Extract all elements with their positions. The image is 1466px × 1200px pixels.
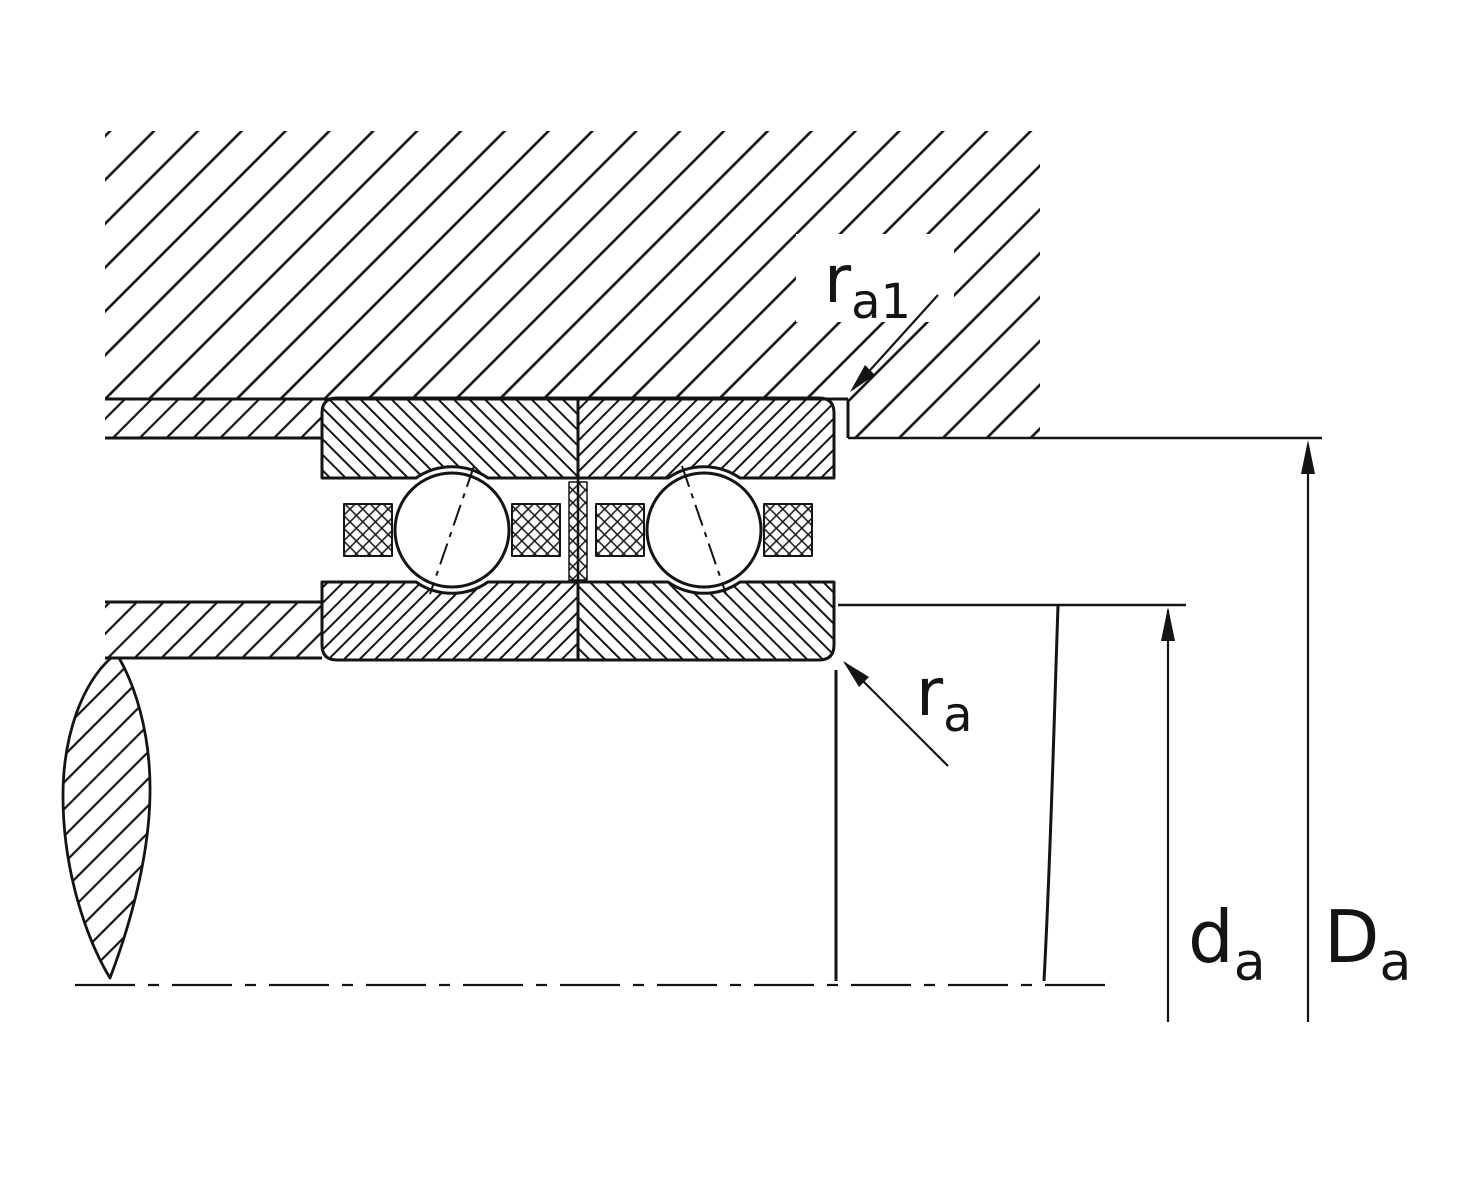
shaft-collar <box>834 603 1186 982</box>
bearing-pair <box>320 396 836 662</box>
arrowhead-ra1 <box>850 365 875 392</box>
right-contact-axis <box>681 465 727 595</box>
outer-spacer-hatch <box>105 400 322 438</box>
label-ra1-sub: a1 <box>851 274 911 330</box>
right-cage-section-b <box>763 503 813 557</box>
right-ball <box>645 471 763 589</box>
left-ball <box>393 471 511 589</box>
left-cage-section-b <box>511 503 561 557</box>
arrowhead-da <box>1161 607 1175 641</box>
left-cage-section-a <box>343 503 393 557</box>
label-da-main: d <box>1188 895 1234 979</box>
right-outer-ring-section <box>576 396 836 480</box>
label-ra-sub: a <box>943 687 972 743</box>
right-cage-section-a <box>595 503 645 557</box>
left-outer-ring-section <box>320 396 580 480</box>
left-contact-axis <box>429 465 475 595</box>
label-ra-main: r <box>916 654 944 731</box>
arrowhead-ra <box>843 661 869 687</box>
inner-abutment-spacer <box>105 600 322 660</box>
label-ra1-main: r <box>824 241 852 318</box>
label-Da: Da <box>1324 895 1411 993</box>
label-da: da <box>1188 895 1266 993</box>
collar-end-curve <box>1042 605 1060 982</box>
outer-abutment-spacer <box>105 400 322 440</box>
left-inner-ring-section <box>320 580 580 662</box>
label-ra1: ra1 <box>824 241 911 330</box>
label-Da-main: D <box>1324 895 1379 979</box>
shaft-web-section <box>61 656 152 980</box>
housing-shoulder-hatch-area <box>848 399 1040 438</box>
arrowhead-Da <box>1301 440 1315 474</box>
labels: ra1 ra da Da <box>824 241 1411 993</box>
label-da-sub: a <box>1234 933 1266 993</box>
label-ra: ra <box>916 654 973 743</box>
dimensions <box>843 294 1322 1022</box>
label-Da-sub: a <box>1379 933 1411 993</box>
inner-spacer-hatch <box>105 602 322 658</box>
right-inner-ring-section <box>576 580 836 662</box>
